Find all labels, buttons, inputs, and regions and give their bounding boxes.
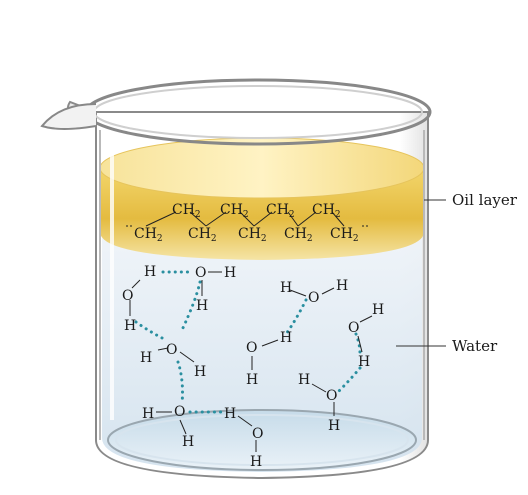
- ch2-top-1: CH2: [172, 202, 201, 220]
- atom-h: H: [280, 330, 292, 346]
- ch2-top-4: CH2: [312, 202, 341, 220]
- ch2-bottom-5: CH2: [330, 226, 359, 244]
- atom-o: O: [174, 404, 185, 420]
- beaker-spout: [40, 103, 97, 130]
- hydrogen-bonds: [134, 270, 362, 414]
- water-label: Water: [452, 337, 498, 355]
- ch2-bottom-1: CH2: [134, 226, 163, 244]
- atom-h: H: [298, 372, 310, 388]
- atom-h: H: [124, 318, 136, 334]
- atom-o: O: [122, 288, 133, 304]
- atom-h: H: [358, 354, 370, 370]
- atom-h: H: [280, 280, 292, 296]
- atom-h: H: [182, 434, 194, 450]
- ch2-bottom-4: CH2: [284, 226, 313, 244]
- atom-o: O: [348, 320, 359, 336]
- oil-hydrocarbon-chain: CH2 CH2 CH2 CH2 CH2 CH2 CH2 CH2 CH2: [126, 202, 370, 244]
- ch2-top-2: CH2: [220, 202, 249, 220]
- atom-h: H: [196, 298, 208, 314]
- atom-o: O: [326, 388, 337, 404]
- atom-h: H: [194, 364, 206, 380]
- atom-h: H: [372, 302, 384, 318]
- oil-layer-top: [99, 137, 425, 199]
- atom-o: O: [308, 290, 319, 306]
- ch2-bottom-3: CH2: [238, 226, 267, 244]
- atom-h: H: [246, 372, 258, 388]
- beaker-bottom: [107, 409, 417, 471]
- ch2-top-3: CH2: [266, 202, 295, 220]
- atom-h: H: [144, 264, 156, 280]
- atom-h: H: [224, 265, 236, 281]
- ch2-bottom-2: CH2: [188, 226, 217, 244]
- oil-layer-label: Oil layer: [452, 191, 518, 209]
- atom-o: O: [246, 340, 257, 356]
- atom-o: O: [195, 265, 206, 281]
- atom-h: H: [224, 406, 236, 422]
- atom-h: H: [140, 350, 152, 366]
- atom-h: H: [336, 278, 348, 294]
- atom-h: H: [142, 406, 154, 422]
- atom-h: H: [250, 454, 262, 470]
- water-molecules: H O H O H H H O H H O H O H H H O H H O …: [122, 264, 384, 470]
- atom-o: O: [252, 426, 263, 442]
- atom-h: H: [328, 418, 340, 434]
- atom-o: O: [166, 342, 177, 358]
